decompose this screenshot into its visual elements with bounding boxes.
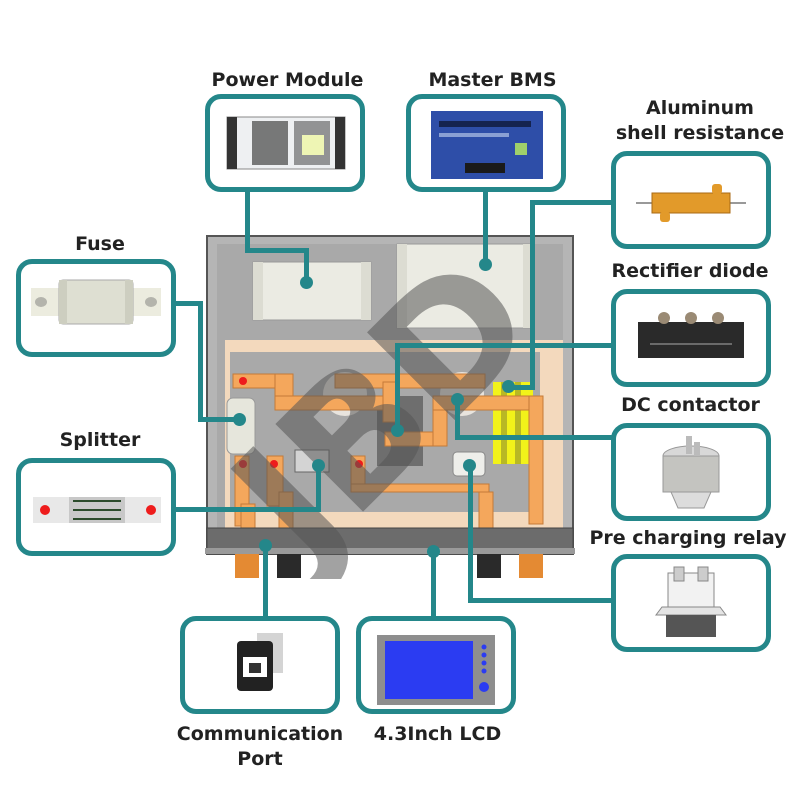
power-module-icon	[226, 116, 346, 170]
label-line-2: shell resistance	[615, 122, 785, 144]
card-dc-contactor	[611, 423, 771, 521]
label-lcd: 4.3Inch LCD	[373, 723, 502, 745]
leader-line-contactor	[455, 435, 615, 440]
anchor-dot-master-bms	[479, 258, 492, 271]
leader-line-power-module	[245, 248, 307, 253]
leader-line-rectifier	[395, 343, 615, 348]
label-aluminum-shell-resistance: Aluminum shell resistance	[610, 96, 790, 146]
label-line-1: Aluminum	[646, 97, 754, 119]
contactor-icon	[662, 436, 720, 509]
label-line-2: Port	[237, 748, 283, 770]
card-aluminum-shell-resistance	[611, 151, 771, 249]
card-power-module	[205, 94, 365, 192]
label-dc-contactor: DC contactor	[621, 394, 760, 416]
anchor-dot-contactor	[451, 393, 464, 406]
battery-enclosure: JBD	[205, 234, 575, 579]
lcd-screen-icon	[377, 635, 495, 705]
label-master-bms: Master BMS	[428, 69, 557, 91]
leader-line-fuse	[174, 301, 202, 306]
leader-line-lcd	[431, 552, 436, 618]
leader-line-comm-port	[263, 546, 268, 618]
leader-line-power-module	[245, 188, 250, 250]
relay-icon	[655, 566, 727, 637]
fuse-icon	[31, 279, 161, 325]
card-rectifier-diode	[611, 289, 771, 387]
anchor-dot-splitter	[312, 459, 325, 472]
anchor-dot-fuse	[233, 413, 246, 426]
leader-line-splitter	[316, 466, 321, 512]
leader-line-power-module	[304, 248, 309, 284]
anchor-dot-relay	[463, 459, 476, 472]
card-communication-port	[180, 616, 340, 714]
resistor-icon	[636, 184, 746, 222]
diode-module-icon	[638, 312, 744, 358]
label-line-1: Communication	[176, 723, 344, 745]
leader-line-splitter	[174, 507, 320, 512]
card-master-bms	[406, 94, 566, 192]
leader-line-fuse	[198, 301, 203, 421]
leader-line-contactor	[455, 400, 460, 440]
label-communication-port: Communication Port	[170, 722, 350, 772]
label-pre-charging-relay: Pre charging relay	[589, 527, 787, 549]
card-splitter	[16, 458, 176, 556]
leader-line-rectifier	[395, 343, 400, 431]
label-splitter: Splitter	[59, 429, 141, 451]
card-lcd	[356, 616, 516, 714]
anchor-dot-lcd	[427, 545, 440, 558]
anchor-dot-resistance	[502, 380, 515, 393]
splitter-icon	[33, 497, 161, 523]
leader-line-resistance	[510, 385, 535, 390]
leader-line-resistance	[530, 200, 535, 390]
label-power-module: Power Module	[211, 69, 364, 91]
leader-line-fuse	[198, 417, 240, 422]
bms-board-icon	[431, 111, 543, 179]
label-fuse: Fuse	[75, 233, 125, 255]
card-fuse	[16, 259, 176, 357]
leader-line-master-bms	[483, 188, 488, 266]
label-rectifier-diode: Rectifier diode	[611, 260, 769, 282]
anchor-dot-power-module	[300, 276, 313, 289]
leader-line-resistance	[532, 200, 614, 205]
leader-line-relay	[468, 466, 473, 602]
ethernet-port-icon	[237, 633, 283, 691]
card-pre-charging-relay	[611, 554, 771, 652]
leader-line-relay	[468, 598, 614, 603]
anchor-dot-rectifier	[391, 424, 404, 437]
anchor-dot-comm-port	[259, 539, 272, 552]
